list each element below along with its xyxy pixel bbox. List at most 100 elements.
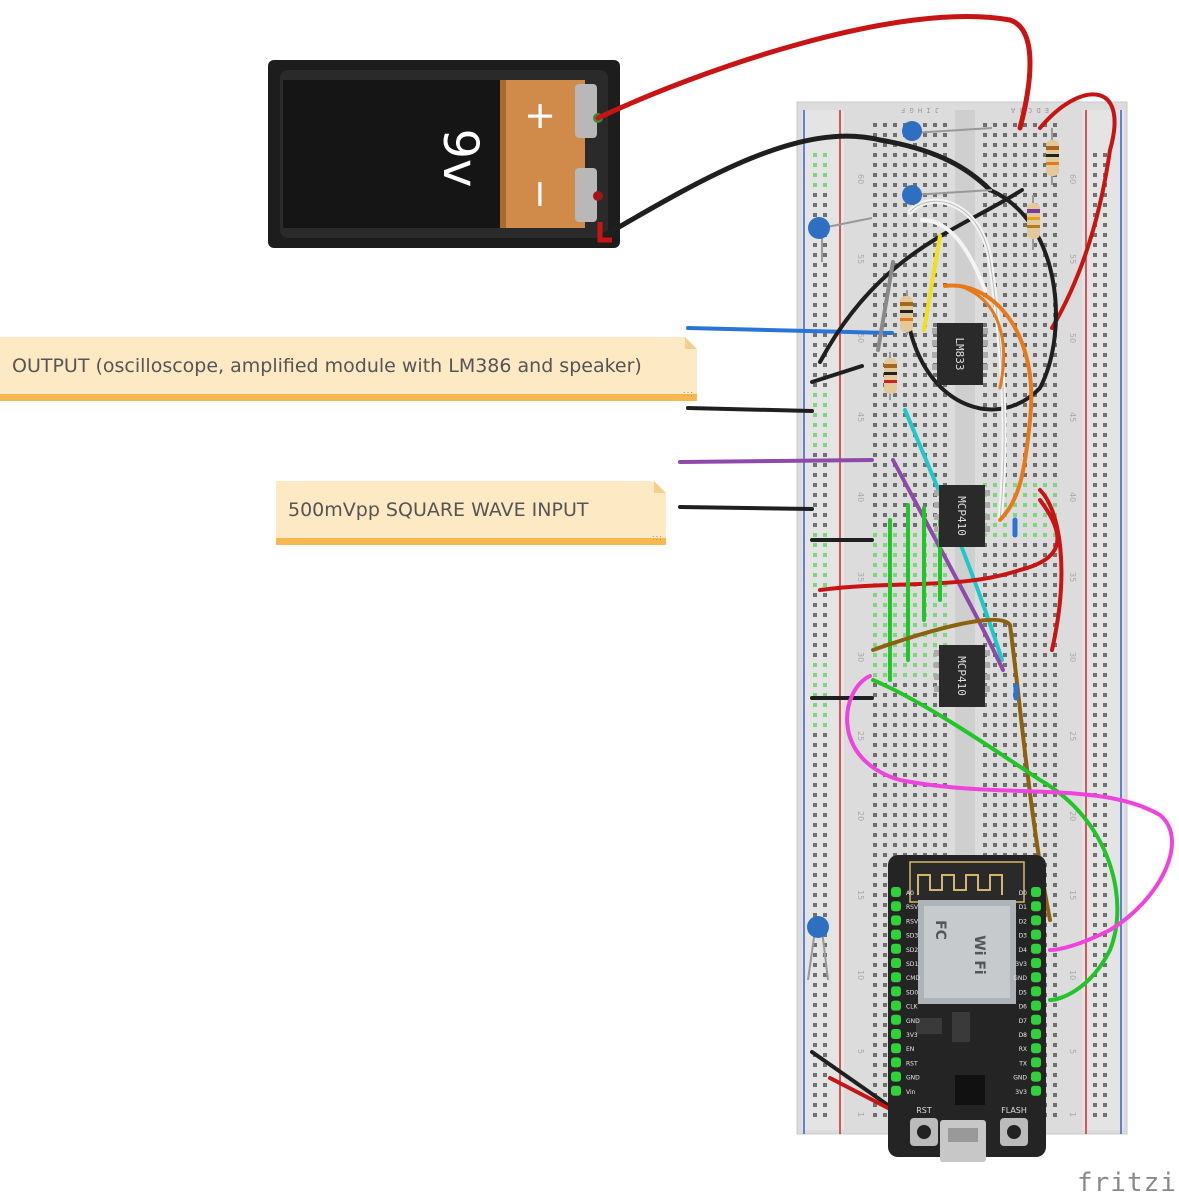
reset-button-label: RST xyxy=(916,1106,932,1115)
wire-input-black xyxy=(678,505,814,511)
row-number: 45 xyxy=(856,412,865,422)
output-note-text: OUTPUT (oscilloscope, amplified module w… xyxy=(12,354,642,377)
row-number: 50 xyxy=(1068,333,1077,343)
module-pin xyxy=(1031,1029,1041,1039)
breadboard-wires xyxy=(810,92,1174,1112)
row-number: 60 xyxy=(856,174,865,184)
module-pin-label: D2 xyxy=(1019,918,1028,925)
module-pin xyxy=(891,901,901,912)
columns-left: J I H G F xyxy=(901,106,939,114)
wire-output-black xyxy=(686,406,814,413)
chip-lm833-label: LM833 xyxy=(953,337,966,370)
module-pin xyxy=(1031,986,1041,997)
module-pin-label: D7 xyxy=(1019,1018,1028,1025)
module-pin xyxy=(1031,1043,1041,1054)
chip-mcp41-top: MCP410 xyxy=(934,485,990,547)
module-pin xyxy=(1031,1000,1041,1011)
module-pin-label: RST xyxy=(906,1060,918,1067)
module-pin xyxy=(891,1043,901,1054)
columns-right: E D C B A xyxy=(1010,106,1049,114)
module-pin-label: EN xyxy=(906,1046,914,1053)
module-pin-label: D8 xyxy=(1019,1032,1028,1039)
module-pin-label: D0 xyxy=(1019,890,1028,897)
note-resize-icon: ::: xyxy=(682,389,694,398)
module-pin xyxy=(891,1085,901,1096)
input-note: 500mVpp SQUARE WAVE INPUT ::: xyxy=(276,481,666,545)
row-number: 55 xyxy=(856,254,865,264)
row-number: 40 xyxy=(1068,492,1077,502)
module-pin xyxy=(891,915,901,926)
module-pin-label: RSV xyxy=(906,918,919,925)
battery-minus-label: − xyxy=(519,178,563,210)
capacitors xyxy=(807,121,993,981)
row-number: 15 xyxy=(856,890,865,900)
row-number: 5 xyxy=(1068,1049,1077,1054)
module-pin xyxy=(891,972,901,983)
input-note-text: 500mVpp SQUARE WAVE INPUT xyxy=(288,498,589,521)
module-pins: A0RSVRSVSD3SD2SD1CMDSD0CLKGND3V3ENRSTGND… xyxy=(891,887,1041,1096)
module-pin xyxy=(891,1014,901,1025)
module-pin xyxy=(891,929,901,940)
module-pin-label: D1 xyxy=(1019,904,1028,911)
wire-input-purple xyxy=(678,458,874,464)
module-pin xyxy=(1031,1014,1041,1025)
module-pin-label: 3V3 xyxy=(1015,961,1027,968)
wire-battery-negative xyxy=(597,133,993,241)
flash-button-label: FLASH xyxy=(1001,1106,1027,1115)
module-pin xyxy=(1031,972,1041,983)
module-pin-label: 3V3 xyxy=(1015,1089,1027,1096)
row-number: 15 xyxy=(1068,890,1077,900)
module-pin-label: GND xyxy=(1013,1075,1027,1082)
chip-mcp41-top-label: MCP410 xyxy=(955,496,968,536)
row-number: 55 xyxy=(1068,254,1077,264)
module-pin xyxy=(891,1029,901,1039)
battery-plus-label: + xyxy=(519,100,563,132)
row-number: 45 xyxy=(1068,412,1077,422)
module-pin-label: SD2 xyxy=(906,947,918,954)
module-pin-label: D5 xyxy=(1019,989,1028,996)
row-number: 30 xyxy=(1068,652,1077,662)
row-number: 25 xyxy=(856,731,865,741)
chip-mcp41-bottom-label: MCP410 xyxy=(955,656,968,696)
battery-9v: + − 9v xyxy=(268,60,620,248)
fritzing-watermark: fritzing xyxy=(1077,1168,1179,1198)
module-pin-label: GND xyxy=(1013,975,1027,982)
row-number: 50 xyxy=(856,333,865,343)
row-number: 30 xyxy=(856,652,865,662)
wire-battery-positive xyxy=(595,14,1033,131)
row-number: 1 xyxy=(1068,1112,1077,1117)
module-pin-label: D4 xyxy=(1019,947,1028,954)
module-pin-label: Vin xyxy=(906,1089,916,1096)
module-pin xyxy=(1031,901,1041,912)
output-note: OUTPUT (oscilloscope, amplified module w… xyxy=(0,337,697,401)
row-number: 5 xyxy=(856,1049,865,1054)
wire-output-blue xyxy=(686,326,894,335)
row-number: 20 xyxy=(1068,811,1077,821)
module-pin xyxy=(891,1000,901,1011)
module-pin-label: RX xyxy=(1019,1046,1027,1053)
module-fcc-label: FC xyxy=(932,920,948,940)
module-pin-label: TX xyxy=(1018,1060,1027,1067)
module-pin-label: SD1 xyxy=(906,961,918,968)
module-pin-label: CMD xyxy=(906,975,920,982)
module-pin-label: D6 xyxy=(1019,1004,1028,1011)
resistors xyxy=(884,128,1059,400)
module-wifi-label: Wi Fi xyxy=(971,935,987,974)
note-fold-icon xyxy=(685,337,697,349)
chip-lm833: LM833 xyxy=(932,323,988,385)
module-pin xyxy=(1031,958,1041,968)
module-pin xyxy=(1031,1085,1041,1096)
module-pin xyxy=(1031,1071,1041,1082)
row-number: 35 xyxy=(1068,572,1077,582)
row-number: 60 xyxy=(1068,174,1077,184)
battery-voltage-label: 9v xyxy=(432,129,488,188)
esp8266-module: Wi Fi FC RST FLASH xyxy=(888,855,1046,1162)
module-pin xyxy=(891,943,901,954)
module-pin-label: SD0 xyxy=(906,989,918,996)
note-fold-icon xyxy=(654,481,666,493)
wire-battery-red-stub xyxy=(597,222,612,243)
module-pin-label: 3V3 xyxy=(906,1032,918,1039)
module-pin-label: SD3 xyxy=(906,933,918,940)
